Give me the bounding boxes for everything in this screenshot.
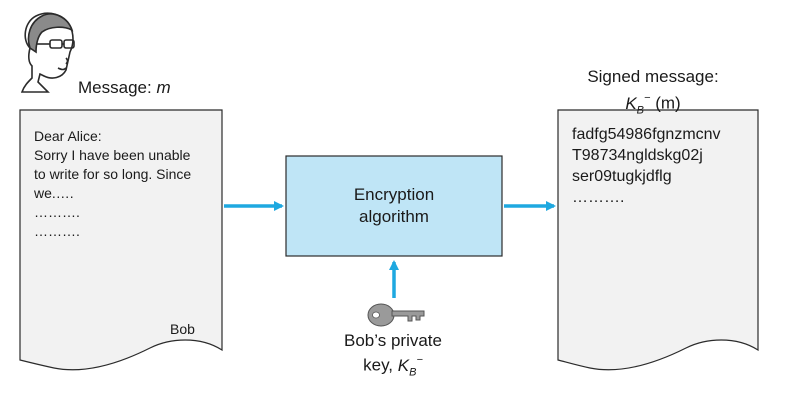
letter-line: Dear Alice: (34, 128, 102, 144)
signed-line: T98734ngldskg02j (572, 147, 703, 164)
letter-line: ………. (34, 223, 80, 239)
signed-line: ………. (572, 189, 625, 206)
signed-message-title: Signed message: KB− (m) (578, 66, 728, 121)
signed-title-line1: Signed message: (587, 67, 719, 86)
signed-key-base: K (625, 93, 637, 113)
key-caption-line1: Bob’s private (344, 331, 442, 350)
key-sub: B (409, 366, 417, 379)
key-base: K (397, 355, 410, 375)
plaintext-letter-paper (19, 109, 223, 371)
key-caption-prefix: key, (363, 355, 398, 375)
signed-key-sup: − (644, 92, 651, 104)
message-label-prefix: Message: (78, 78, 157, 97)
signed-key-arg: (m) (655, 93, 681, 113)
letter-line: ………. (34, 204, 80, 220)
signed-message-body: fadfg54986fgnzmcnv T98734ngldskg02j ser0… (572, 124, 721, 208)
letter-line: we.…. (34, 185, 74, 201)
signed-line: ser09tugkjdflg (572, 168, 672, 185)
letter-line: Sorry I have been unable (34, 147, 191, 163)
signed-message-paper (557, 109, 759, 371)
private-key-caption: Bob’s private key, KB− (318, 330, 468, 383)
key-caption-line2: key, KB− (318, 351, 468, 383)
signed-key-sub: B (636, 104, 645, 117)
letter-signature: Bob (170, 321, 195, 337)
signed-title-line2: KB− (m) (578, 88, 728, 121)
encryption-label-line1: Encryption (353, 185, 435, 204)
encryption-algorithm-label: Encryption algorithm (286, 156, 502, 256)
signed-line: fadfg54986fgnzmcnv (572, 126, 721, 143)
message-variable: m (156, 78, 171, 97)
encryption-label-line2: algorithm (359, 207, 429, 226)
letter-line: to write for so long. Since (34, 166, 192, 182)
letter-body: Dear Alice: Sorry I have been unable to … (34, 127, 191, 241)
encryption-algorithm-box (285, 155, 503, 257)
key-sup: − (416, 354, 423, 366)
key-icon (367, 303, 425, 327)
message-label: Message: m (78, 78, 171, 98)
person-icon (20, 12, 75, 93)
